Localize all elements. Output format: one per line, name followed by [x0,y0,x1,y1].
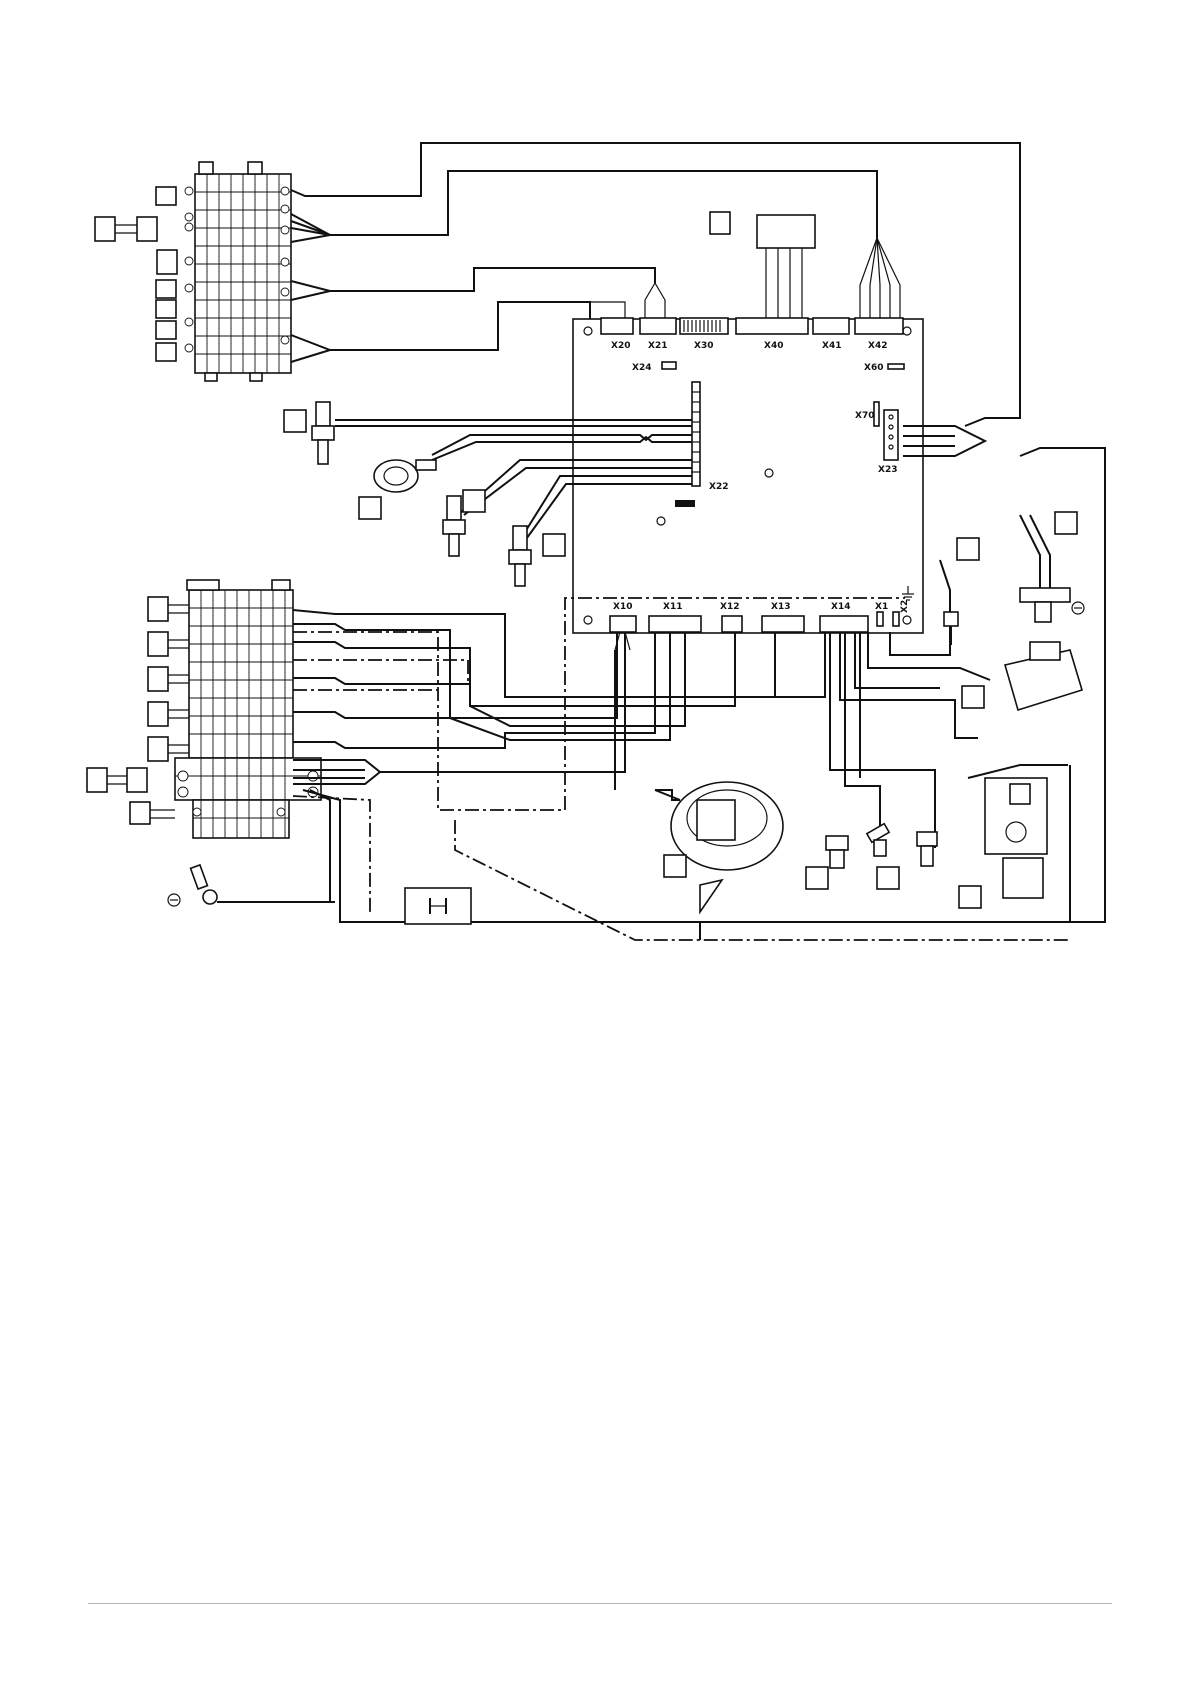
label-x20: X20 [611,341,630,351]
pressure-sensor [359,460,436,519]
label-x40: X40 [764,341,783,351]
label-x2: X2 [900,600,910,613]
label-x24: X24 [632,363,651,373]
display-module [757,215,815,320]
label-x30: X30 [694,341,713,351]
temperature-sensor-2 [443,490,485,556]
label-boxes-bottom [87,597,189,824]
label-x22: X22 [709,482,728,492]
terminal-block-top [185,162,291,381]
label-box-display [710,212,730,234]
label-x11: X11 [663,602,682,612]
label-x21: X21 [648,341,667,351]
label-x41: X41 [822,341,841,351]
label-x13: X13 [771,602,790,612]
fan-unit [655,782,783,912]
label-x10: X10 [613,602,632,612]
label-x12: X12 [720,602,739,612]
limit-thermostat-1 [806,836,848,889]
temperature-sensor-3 [509,526,565,586]
label-boxes-top [95,187,177,361]
gas-valve [959,765,1068,908]
label-x23: X23 [878,465,897,475]
label-x42: X42 [868,341,887,351]
page-footer-rule [88,1603,1112,1604]
label-x1: X1 [875,602,888,612]
temperature-sensor-1 [284,402,334,464]
external-switch [405,888,471,924]
ignition-electrode [1020,512,1084,622]
limit-thermostat-2 [867,824,889,856]
label-x70: X70 [855,411,874,421]
label-x60: X60 [864,363,883,373]
terminal-block-bottom [175,580,321,838]
ionisation-electrode [940,538,979,645]
earth-terminal [168,865,335,906]
label-x14: X14 [831,602,850,612]
